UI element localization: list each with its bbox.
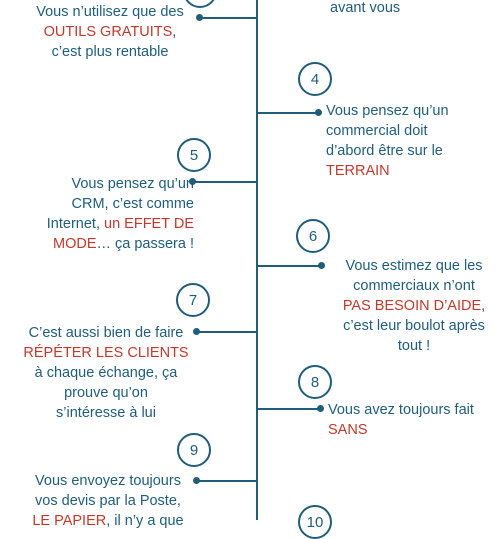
item-text-4: Vous pensez qu’un commercial doit d’abor… (326, 101, 496, 181)
connector-line (197, 331, 256, 333)
text-line: SANS (328, 422, 368, 438)
timeline-line (256, 0, 258, 520)
connector-line (258, 408, 320, 410)
step-number: 4 (310, 70, 320, 88)
text-line: TERRAIN (326, 163, 390, 179)
text-line: Vous n’utilisez que des (36, 4, 184, 20)
text-line: Vous estimez que les (345, 258, 483, 274)
step-number: 5 (189, 146, 199, 164)
text-line: C’est aussi bien de faire (28, 325, 184, 341)
connector-line (258, 265, 321, 267)
step-circle-6: 6 (296, 219, 330, 253)
text-line: c’est leur boulot après (343, 318, 485, 334)
step-circle-9: 9 (177, 433, 211, 467)
text-line: RÉPÉTER LES CLIENTS (23, 345, 189, 361)
text-line: LE PAPIER, il n’y a que (32, 513, 184, 529)
text-line: tout ! (397, 338, 431, 354)
item-text-top-right: avant vous (330, 0, 480, 18)
connector-line (200, 17, 256, 19)
step-number: 6 (308, 227, 318, 245)
text-line: avant vous (330, 0, 401, 16)
connector-line (197, 480, 256, 482)
text-line: CRM, c’est comme (71, 196, 194, 212)
text-line: commercial doit (326, 123, 428, 139)
connector-dot (193, 477, 200, 484)
text-line: d’abord être sur le (326, 143, 443, 159)
item-text-3: Vous n’utilisez que des OUTILS GRATUITS,… (30, 2, 190, 62)
item-text-7: C’est aussi bien de faire RÉPÉTER LES CL… (6, 323, 206, 423)
connector-dot (317, 405, 324, 412)
text-line: MODE… ça passera ! (52, 236, 194, 252)
text-line: Vous pensez qu’un (71, 176, 194, 192)
text-line: OUTILS GRATUITS, (43, 24, 177, 40)
item-text-9: Vous envoyez toujours vos devis par la P… (18, 471, 198, 531)
text-line: à chaque échange, ça (34, 365, 178, 381)
text-line: commerciaux n’ont (353, 278, 475, 294)
step-number: 9 (189, 441, 199, 459)
item-text-6: Vous estimez que les commerciaux n’ont P… (326, 256, 502, 356)
text-line: s’intéresse à lui (56, 405, 156, 421)
connector-dot (189, 178, 196, 185)
text-line: c’est plus rentable (51, 44, 169, 60)
step-number: 8 (310, 373, 320, 391)
text-line: Vous avez toujours fait (328, 402, 474, 418)
text-line: Vous envoyez toujours (35, 473, 181, 489)
text-line: PAS BESOIN D’AIDE, (342, 298, 486, 314)
connector-line (193, 181, 256, 183)
step-circle-5: 5 (177, 138, 211, 172)
connector-dot (193, 328, 200, 335)
connector-dot (318, 262, 325, 269)
step-number: 10 (306, 513, 324, 531)
step-circle-10: 10 (298, 505, 332, 539)
step-circle-4: 4 (298, 62, 332, 96)
connector-dot (315, 109, 322, 116)
text-line: vos devis par la Poste, (35, 493, 181, 509)
text-line: prouve qu’on (64, 385, 148, 401)
connector-line (258, 112, 318, 114)
item-text-5: Vous pensez qu’un CRM, c’est comme Inter… (18, 174, 194, 254)
connector-dot (196, 14, 203, 21)
step-circle-7: 7 (176, 283, 210, 317)
item-text-8: Vous avez toujours fait SANS (328, 400, 498, 440)
step-circle-8: 8 (298, 365, 332, 399)
text-line: Vous pensez qu’un (326, 103, 449, 119)
step-number: 7 (188, 291, 198, 309)
text-line: Internet, un EFFET DE (46, 216, 194, 232)
